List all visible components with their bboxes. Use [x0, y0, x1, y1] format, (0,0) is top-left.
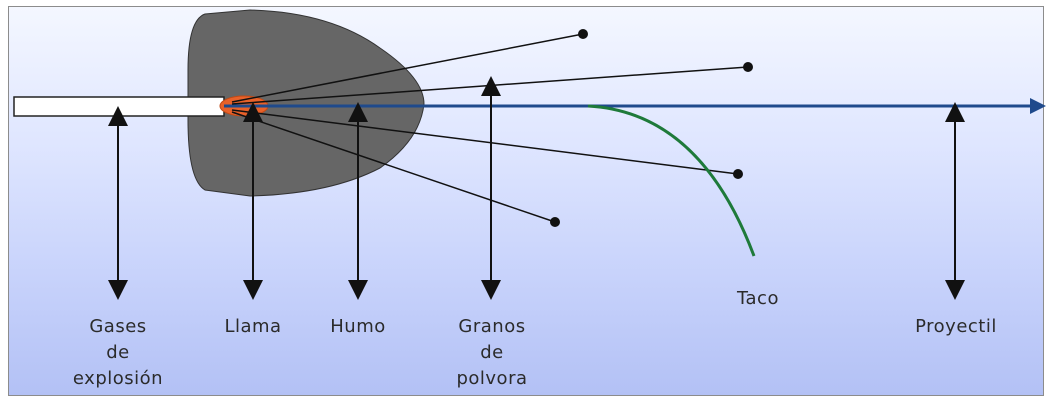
- wad-curve: [587, 104, 756, 257]
- diagram-frame: [8, 6, 1044, 396]
- grain-particle-4: [550, 217, 560, 227]
- label-proyectil: Proyectil: [915, 316, 997, 337]
- grain-particle-3: [733, 169, 743, 179]
- label-humo: Humo: [330, 316, 386, 337]
- grain-path-4: [231, 111, 556, 223]
- label-taco: Taco: [737, 288, 779, 309]
- label-llama: Llama: [224, 316, 282, 337]
- grain-particle-1: [578, 29, 588, 39]
- label-gases: Gases de explosión: [72, 316, 164, 389]
- gun-barrel: [13, 96, 225, 117]
- grain-path-1: [231, 33, 584, 103]
- grain-particle-2: [743, 62, 753, 72]
- label-granos: Granos de polvora: [456, 316, 528, 389]
- trajectory-arrowhead: [1030, 98, 1046, 114]
